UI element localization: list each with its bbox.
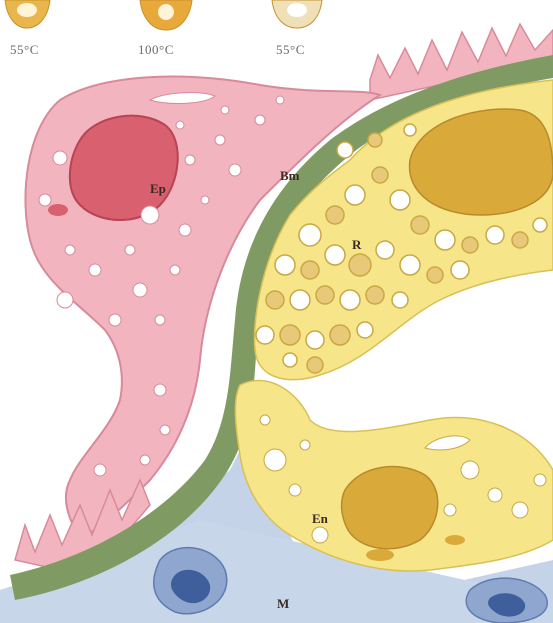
label-endoderm: En [312,511,329,526]
endoderm-granule [366,549,394,561]
endoderm-nucleus [342,467,438,549]
label-mesoglea: M [277,596,289,611]
label-basement-membrane: Bm [280,168,300,183]
label-reserve-cells: R [352,237,362,252]
blue-cell-left [154,548,227,614]
temperature-label-right: 55°C [276,42,305,57]
temperature-icon-center [140,0,192,30]
temperature-label-center: 100°C [138,42,174,57]
epidermis-nucleus [70,116,178,220]
endoderm-granule-2 [445,535,465,545]
temperature-icon-left [5,0,50,28]
temperature-icon-right [272,0,322,28]
label-epidermis: Ep [150,181,166,196]
temperature-label-left: 55°C [10,42,39,57]
small-red-body [48,204,68,216]
